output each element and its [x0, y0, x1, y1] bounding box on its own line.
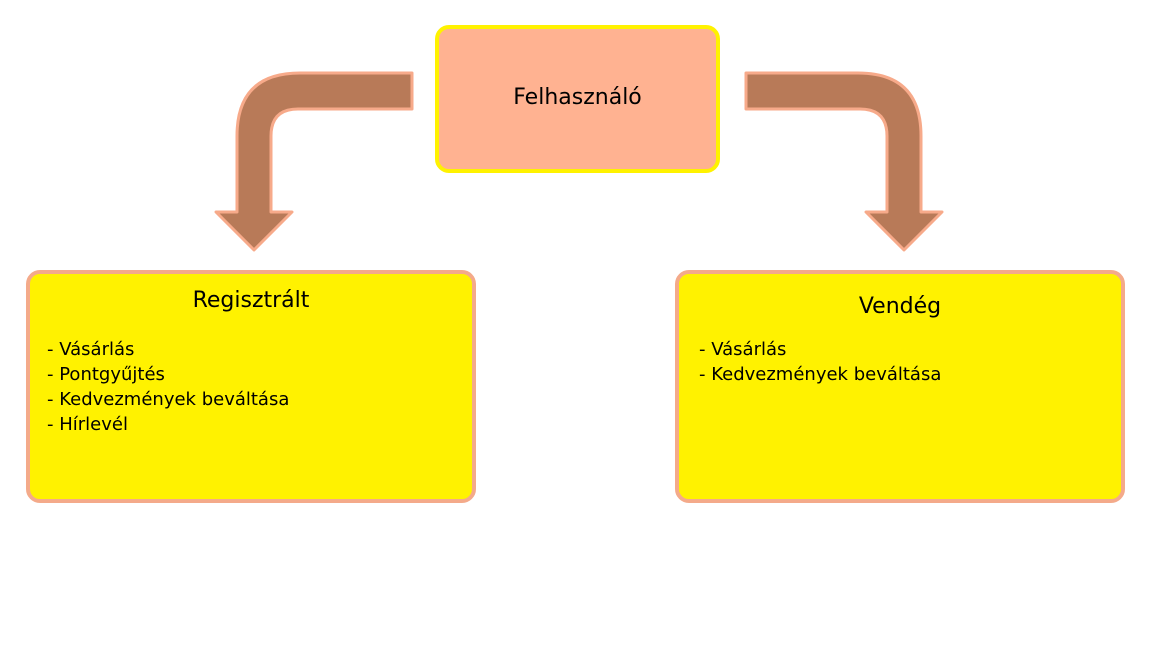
right-curved-arrow [744, 71, 944, 252]
left-curved-arrow [214, 71, 414, 252]
registered-node: Regisztrált - Vásárlás - Pontgyűjtés - K… [26, 270, 476, 503]
registered-feature-list: - Vásárlás - Pontgyűjtés - Kedvezmények … [47, 337, 289, 437]
guest-node-title: Vendég [858, 294, 942, 319]
list-item: - Kedvezmények beváltása [47, 389, 290, 410]
list-item: - Hírlevél [47, 414, 128, 435]
list-item: - Pontgyűjtés [47, 364, 165, 385]
list-item: - Vásárlás [699, 339, 787, 360]
list-item: - Vásárlás [47, 339, 135, 360]
list-item: - Kedvezmények beváltása [699, 364, 942, 385]
guest-node: Vendég - Vásárlás - Kedvezmények beváltá… [675, 270, 1125, 503]
guest-feature-list: - Vásárlás - Kedvezmények beváltása [699, 337, 941, 387]
root-node: Felhasználó [435, 25, 720, 173]
root-node-label: Felhasználó [513, 85, 642, 110]
registered-node-title: Regisztrált [192, 288, 310, 313]
